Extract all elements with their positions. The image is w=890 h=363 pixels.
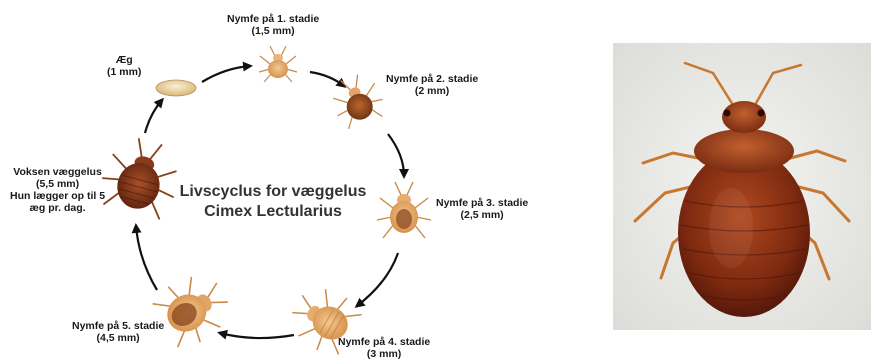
nymph1-illustration	[259, 46, 297, 82]
arrow-adult-to-egg	[145, 100, 162, 133]
arrow-egg-to-nymph1	[202, 66, 250, 82]
nymph3-illustration	[377, 182, 431, 238]
label-egg: Æg(1 mm)	[107, 54, 141, 78]
arrow-nymph2-to-nymph3	[388, 134, 404, 176]
label-nymph4: Nymfe på 4. stadie(3 mm)	[338, 336, 430, 360]
arrow-nymph4-to-nymph5	[220, 333, 294, 338]
egg-illustration	[156, 80, 196, 96]
label-nymph1: Nymfe på 1. stadie(1,5 mm)	[227, 13, 319, 37]
label-nymph3: Nymfe på 3. stadie(2,5 mm)	[436, 197, 528, 221]
diagram-title: Livscyclus for væggelus Cimex Lectulariu…	[168, 182, 378, 222]
nymph2-illustration	[327, 69, 389, 131]
arrow-nymph3-to-nymph4	[357, 253, 398, 306]
label-nymph5: Nymfe på 5. stadie(4,5 mm)	[72, 320, 164, 344]
arrow-nymph5-to-adult	[136, 226, 157, 290]
arrow-nymph1-to-nymph2	[310, 72, 344, 86]
bedbug-photo	[613, 43, 871, 330]
label-nymph2: Nymfe på 2. stadie(2 mm)	[386, 73, 478, 97]
label-adult: Voksen væggelus(5,5 mm) Hun lægger op ti…	[10, 166, 105, 214]
